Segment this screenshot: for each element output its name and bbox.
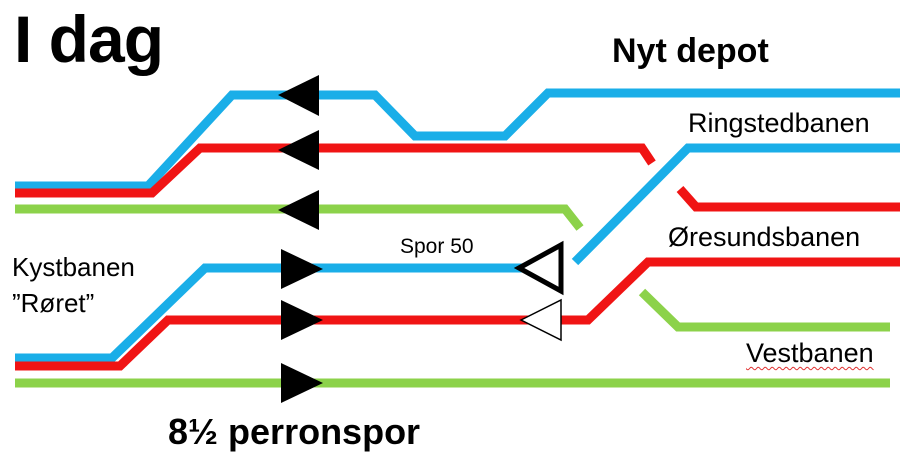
arrow-spor-50-outline bbox=[513, 240, 564, 296]
track-red-kyst bbox=[15, 257, 900, 371]
label-perronspor: 8½ perronspor bbox=[168, 411, 421, 452]
arrow-left-1 bbox=[278, 75, 319, 116]
platform-markers bbox=[278, 75, 564, 403]
arrow-open-outline bbox=[519, 298, 562, 342]
track-blue-upper bbox=[15, 88, 900, 191]
track-blue-kyst bbox=[15, 263, 525, 363]
arrow-right-3 bbox=[281, 363, 323, 403]
page-title: I dag bbox=[14, 2, 164, 76]
label-kystbanen: Kystbanen bbox=[12, 252, 135, 282]
track-green-vest bbox=[638, 288, 890, 332]
label-ringstedbanen: Ringstedbanen bbox=[688, 108, 870, 138]
label-spor-50: Spor 50 bbox=[400, 235, 474, 258]
label-oresundsbanen: Øresundsbanen bbox=[668, 222, 861, 252]
label-nyt-depot: Nyt depot bbox=[612, 32, 769, 70]
track-lines bbox=[15, 88, 900, 388]
track-blue-ringsted bbox=[571, 143, 900, 266]
label-roret: ”Røret” bbox=[12, 288, 95, 318]
arrow-left-3 bbox=[278, 190, 319, 230]
track-red-upper bbox=[15, 143, 656, 198]
track-green-upper bbox=[15, 204, 584, 231]
label-vestbanen: Vestbanen bbox=[746, 338, 874, 368]
track-red-ringsted bbox=[676, 186, 900, 212]
arrow-right-2 bbox=[281, 300, 323, 340]
arrow-right-1 bbox=[281, 249, 323, 289]
arrow-left-2 bbox=[278, 130, 319, 170]
